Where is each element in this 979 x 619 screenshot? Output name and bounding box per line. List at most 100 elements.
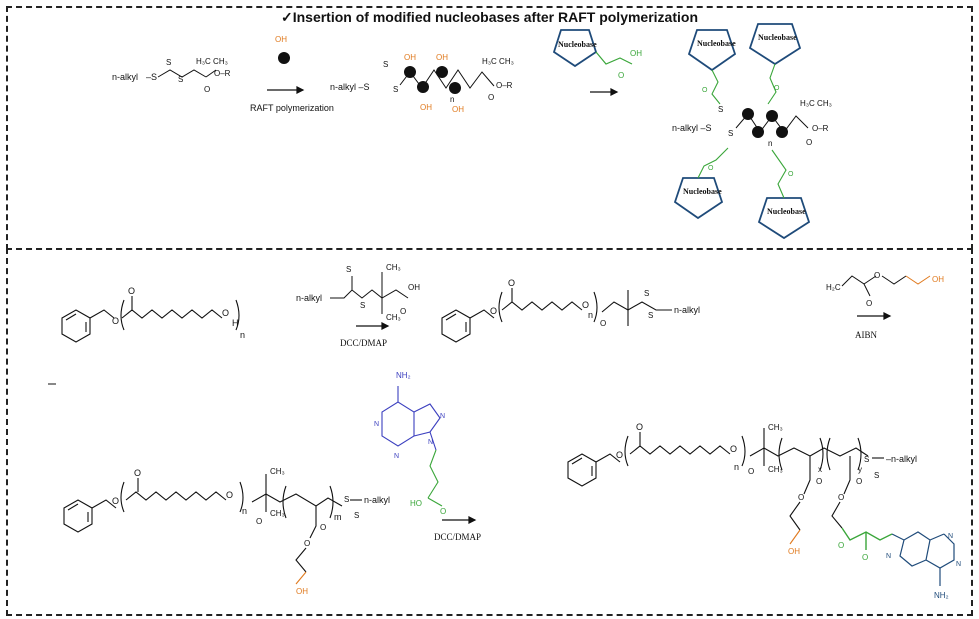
nucleobase-polymer: Nucleobase Nucleobase Nucleobase Nucleob…	[672, 23, 832, 240]
arrow-esterification	[590, 88, 619, 96]
svg-text:n-alkyl –S: n-alkyl –S	[672, 123, 712, 133]
svg-text:OH: OH	[630, 49, 642, 58]
svg-text:–S: –S	[146, 72, 157, 82]
oh-polymer-dots: OH OH OH OH	[404, 53, 464, 114]
svg-text:O: O	[256, 517, 262, 526]
svg-text:n-alkyl –S: n-alkyl –S	[330, 82, 370, 92]
svg-text:O: O	[838, 541, 844, 550]
svg-text:x: x	[818, 465, 822, 474]
svg-text:CH₃: CH₃	[386, 313, 401, 322]
svg-text:Nucleobase: Nucleobase	[697, 39, 736, 48]
svg-text:N: N	[374, 421, 379, 428]
svg-text:H₃C CH₃: H₃C CH₃	[196, 57, 228, 66]
pcl-phea: O O O n O CH₃ CH₃ m S S n-alkyl O O	[63, 467, 390, 585]
svg-text:HO: HO	[410, 499, 422, 508]
adenine-acid: NH₂ N N N N HO O	[374, 371, 446, 516]
arrow-raft	[267, 86, 305, 94]
aibn-label: AIBN	[855, 330, 877, 340]
svg-text:n: n	[450, 95, 454, 104]
svg-text:S: S	[360, 301, 365, 310]
arrow-dcc-1	[356, 322, 390, 330]
svg-text:O: O	[616, 450, 623, 460]
svg-text:S: S	[383, 60, 388, 69]
svg-text:y: y	[858, 465, 862, 474]
svg-text:OH: OH	[452, 105, 464, 114]
svg-text:OH: OH	[275, 35, 287, 44]
svg-text:OH: OH	[436, 53, 448, 62]
svg-text:O: O	[320, 523, 326, 532]
svg-text:S: S	[178, 75, 183, 84]
svg-text:O: O	[618, 71, 624, 80]
svg-text:CH₃: CH₃	[768, 465, 783, 474]
nucleobase-acid: Nucleobase O OH	[552, 29, 642, 80]
svg-text:O: O	[774, 85, 780, 92]
svg-text:O: O	[862, 553, 868, 562]
svg-text:O: O	[222, 308, 229, 318]
svg-text:O: O	[856, 477, 862, 486]
cta-molecule: n-alkyl –S S S H₃C CH₃ O–R O	[112, 57, 231, 94]
svg-text:O: O	[708, 165, 714, 172]
svg-text:O: O	[204, 85, 210, 94]
svg-text:O: O	[866, 299, 872, 308]
svg-text:O: O	[748, 467, 754, 476]
cta-acid: n-alkyl S S CH₃ CH₃ O OH	[296, 263, 420, 322]
svg-text:n: n	[734, 462, 739, 472]
svg-text:O–R: O–R	[812, 124, 829, 133]
bottom-panel-frame	[6, 248, 973, 616]
svg-text:O: O	[128, 286, 135, 296]
hydroxy-monomer: OH	[275, 35, 290, 64]
svg-text:O: O	[600, 319, 606, 328]
svg-text:S: S	[346, 265, 351, 274]
svg-text:OH: OH	[420, 103, 432, 112]
scheme-title: ✓Insertion of modified nucleobases after…	[280, 9, 698, 25]
svg-text:–n-alkyl: –n-alkyl	[886, 454, 917, 464]
svg-text:O: O	[488, 93, 494, 102]
svg-text:CH₃: CH₃	[270, 509, 285, 518]
svg-text:Nucleobase: Nucleobase	[767, 207, 806, 216]
hea-monomer: H₂C O O OH	[826, 271, 944, 308]
svg-text:O: O	[112, 496, 119, 506]
svg-text:O: O	[508, 278, 515, 288]
svg-text:O: O	[838, 493, 844, 502]
svg-text:Nucleobase: Nucleobase	[758, 33, 797, 42]
svg-text:S: S	[166, 58, 171, 67]
oh-polymer: n-alkyl –S S S H₃C CH₃ O–R O n	[330, 57, 514, 104]
svg-text:S: S	[393, 85, 398, 94]
svg-text:O–R: O–R	[214, 69, 231, 78]
svg-text:OH: OH	[932, 275, 944, 284]
svg-text:O: O	[798, 493, 804, 502]
svg-text:n-alkyl: n-alkyl	[296, 293, 322, 303]
svg-text:NH₂: NH₂	[934, 591, 949, 600]
arrow-dcc-2	[442, 516, 477, 524]
svg-text:N: N	[956, 561, 961, 568]
svg-text:n: n	[588, 310, 593, 320]
svg-text:S: S	[718, 105, 723, 114]
svg-text:n-alkyl: n-alkyl	[674, 305, 700, 315]
svg-text:CH₃: CH₃	[386, 263, 401, 272]
svg-text:O: O	[730, 444, 737, 454]
svg-text:H₃C CH₃: H₃C CH₃	[800, 99, 832, 108]
svg-text:S: S	[644, 289, 649, 298]
svg-text:CH₃: CH₃	[768, 423, 783, 432]
svg-text:O: O	[816, 477, 822, 486]
svg-text:O: O	[440, 507, 446, 516]
arrow-aibn	[857, 312, 892, 320]
svg-text:N: N	[428, 439, 433, 446]
svg-text:O: O	[582, 300, 589, 310]
svg-text:OH: OH	[296, 587, 308, 596]
svg-text:O: O	[490, 306, 497, 316]
svg-text:S: S	[648, 311, 653, 320]
svg-text:S: S	[864, 455, 869, 464]
svg-text:OH: OH	[408, 283, 420, 292]
svg-text:S: S	[354, 511, 359, 520]
svg-text:S: S	[874, 471, 879, 480]
svg-text:N: N	[394, 453, 399, 460]
svg-text:n: n	[242, 506, 247, 516]
svg-text:NH₂: NH₂	[396, 371, 411, 380]
svg-text:O: O	[400, 307, 406, 316]
svg-text:N: N	[886, 553, 891, 560]
svg-text:H₂C: H₂C	[826, 283, 841, 292]
svg-text:H₃C CH₃: H₃C CH₃	[482, 57, 514, 66]
svg-text:n: n	[240, 330, 245, 340]
